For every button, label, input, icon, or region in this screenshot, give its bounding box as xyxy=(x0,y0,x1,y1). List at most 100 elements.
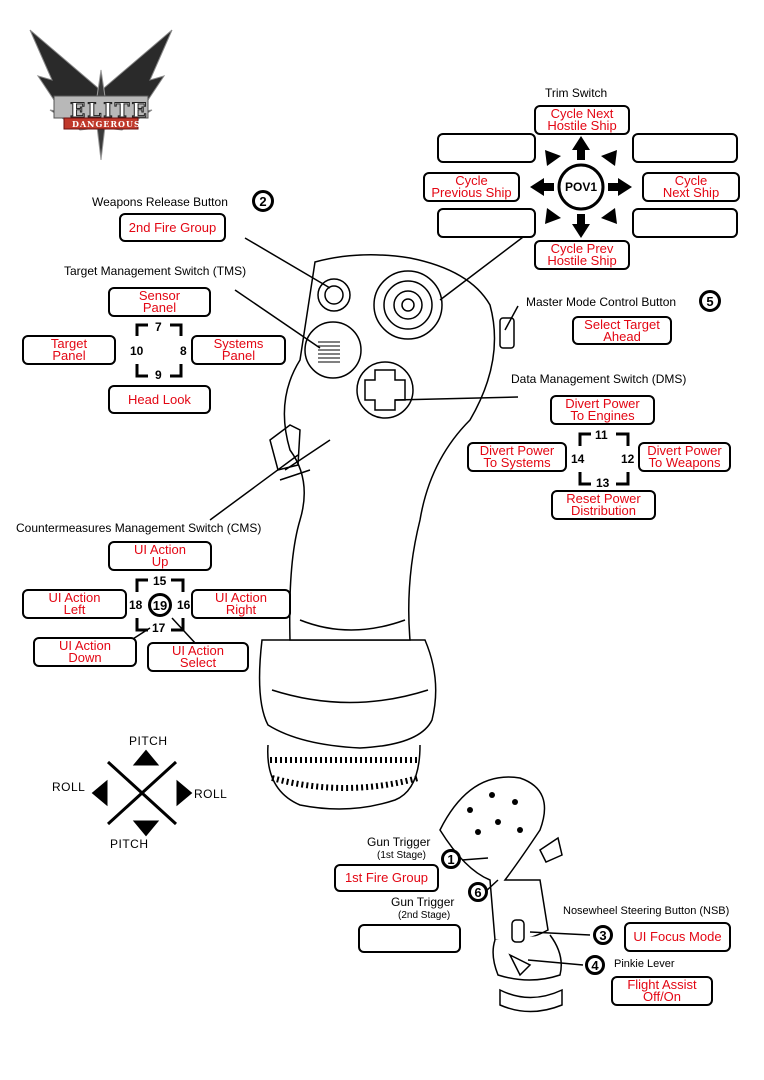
cms-number-right: 16 xyxy=(177,598,191,612)
trim-upleft-empty-box xyxy=(437,133,536,163)
pinkie-line2: Off/On xyxy=(642,989,682,1004)
dms-number-down: 13 xyxy=(596,476,610,490)
trim-downleft-empty-box xyxy=(437,208,536,238)
trim-right-line2: Next Ship xyxy=(662,185,720,200)
weapons-release-title: Weapons Release Button xyxy=(92,195,228,209)
cms-up-line2: Up xyxy=(151,554,169,569)
cms-down-line2: Down xyxy=(68,650,102,665)
cms-left-line1: UI Action xyxy=(48,590,101,605)
pinkie-number: 4 xyxy=(585,955,605,975)
cms-right-box: UI Action Right xyxy=(191,589,291,619)
cms-down-line1: UI Action xyxy=(58,638,112,653)
cms-right-line1: UI Action xyxy=(214,590,268,605)
nsb-action: UI Focus Mode xyxy=(633,929,722,944)
tms-left-line2: Panel xyxy=(52,348,86,363)
tms-number-up: 7 xyxy=(155,320,162,334)
gun-trigger-1-action: 1st Fire Group xyxy=(344,870,429,885)
pinkie-title: Pinkie Lever xyxy=(614,958,675,970)
master-mode-line2: Ahead xyxy=(603,328,641,344)
cms-title: Countermeasures Management Switch (CMS) xyxy=(16,521,262,535)
dms-down-box: Reset Power Distribution xyxy=(551,490,656,520)
tms-number-left: 10 xyxy=(130,344,144,358)
tms-up-line2: Panel xyxy=(142,300,177,315)
trim-downright-empty-box xyxy=(632,208,738,238)
gun-trigger-1-box: 1st Fire Group xyxy=(334,864,439,892)
nsb-box: UI Focus Mode xyxy=(624,922,731,952)
cms-select-line1: UI Action xyxy=(171,643,225,658)
dms-down-line1: Reset Power xyxy=(566,491,641,506)
master-mode-line1: Select Target xyxy=(584,316,660,332)
cms-up-line1: UI Action xyxy=(133,542,187,557)
gun-trigger-2-title: Gun Trigger xyxy=(391,895,455,909)
dms-left-line2: To Systems xyxy=(483,455,551,470)
tms-right-line2: Panel xyxy=(221,348,256,363)
weapons-release-number: 2 xyxy=(252,190,274,212)
trim-up-box: Cycle Next Hostile Ship xyxy=(534,105,630,135)
cms-select-box: UI Action Select xyxy=(147,642,249,672)
logo-subtitle: DANGEROUS xyxy=(72,119,141,129)
trim-down-box: Cycle Prev Hostile Ship xyxy=(534,240,630,270)
gun-trigger-2-empty-box xyxy=(358,924,461,953)
dms-left-box: Divert Power To Systems xyxy=(467,442,567,472)
dms-number-left: 14 xyxy=(571,452,585,466)
pinkie-line1: Flight Assist xyxy=(627,977,697,992)
dms-up-box: Divert Power To Engines xyxy=(550,395,655,425)
trim-up-line2: Hostile Ship xyxy=(547,118,617,133)
cms-up-box: UI Action Up xyxy=(108,541,212,571)
trim-upright-empty-box xyxy=(632,133,738,163)
gun-trigger-2-number: 6 xyxy=(468,882,488,902)
master-mode-number: 5 xyxy=(699,290,721,312)
axis-roll-left: ROLL xyxy=(52,780,86,794)
weapons-release-box: 2nd Fire Group xyxy=(119,213,226,242)
master-mode-title: Master Mode Control Button xyxy=(526,295,677,309)
master-mode-box: Select Target Ahead xyxy=(572,316,672,345)
trim-up-line1: Cycle Next xyxy=(550,106,614,121)
trim-down-line1: Cycle Prev xyxy=(550,241,614,256)
cms-left-box: UI Action Left xyxy=(22,589,127,619)
trim-right-box: Cycle Next Ship xyxy=(642,172,740,202)
dms-title: Data Management Switch (DMS) xyxy=(511,372,687,386)
trim-left-line1: Cycle xyxy=(455,173,488,188)
tms-down-box: Head Look xyxy=(108,385,211,414)
dms-down-line2: Distribution xyxy=(570,503,637,518)
tms-left-box: Target Panel xyxy=(22,335,116,365)
weapons-release-action: 2nd Fire Group xyxy=(128,219,217,235)
trim-left-line2: Previous Ship xyxy=(431,185,512,200)
pov1-label: POV1 xyxy=(565,180,598,194)
pinkie-box: Flight Assist Off/On xyxy=(611,976,713,1006)
gun-trigger-2-stage: (2nd Stage) xyxy=(398,910,451,921)
cms-number-down: 17 xyxy=(152,621,166,635)
tms-right-box: Systems Panel xyxy=(191,335,286,365)
tms-up-box: Sensor Panel xyxy=(108,287,211,317)
cms-right-line2: Right xyxy=(225,602,257,617)
dms-left-line1: Divert Power xyxy=(479,443,555,458)
cms-left-line2: Left xyxy=(63,602,86,617)
nsb-number: 3 xyxy=(593,925,613,945)
dms-right-line2: To Weapons xyxy=(648,455,721,470)
trim-left-box: Cycle Previous Ship xyxy=(423,172,520,202)
gun-trigger-1-stage: (1st Stage) xyxy=(377,850,426,861)
tms-up-line1: Sensor xyxy=(138,288,181,303)
trim-switch-title: Trim Switch xyxy=(545,86,608,100)
axis-roll-right: ROLL xyxy=(194,787,228,801)
dms-up-line1: Divert Power xyxy=(565,396,640,411)
gun-trigger-1-title: Gun Trigger xyxy=(367,835,431,849)
cms-number-left: 18 xyxy=(129,598,143,612)
dms-right-line1: Divert Power xyxy=(647,443,722,458)
dms-up-line2: To Engines xyxy=(570,408,635,423)
tms-number-down: 9 xyxy=(155,368,162,382)
dms-number-up: 11 xyxy=(595,428,608,442)
cms-down-box: UI Action Down xyxy=(33,637,137,667)
trim-down-line2: Hostile Ship xyxy=(547,253,617,268)
logo-title: ELITE xyxy=(70,98,149,123)
tms-title: Target Management Switch (TMS) xyxy=(64,264,247,278)
nsb-title: Nosewheel Steering Button (NSB) xyxy=(563,905,730,917)
cms-select-line2: Select xyxy=(179,655,217,670)
elite-logo-icon xyxy=(29,29,173,161)
cms-number-center: 19 xyxy=(148,593,172,617)
axis-pitch-bottom: PITCH xyxy=(110,837,149,851)
tms-right-line1: Systems xyxy=(213,336,264,351)
axis-pitch-top: PITCH xyxy=(129,734,168,748)
dms-right-box: Divert Power To Weapons xyxy=(638,442,731,472)
